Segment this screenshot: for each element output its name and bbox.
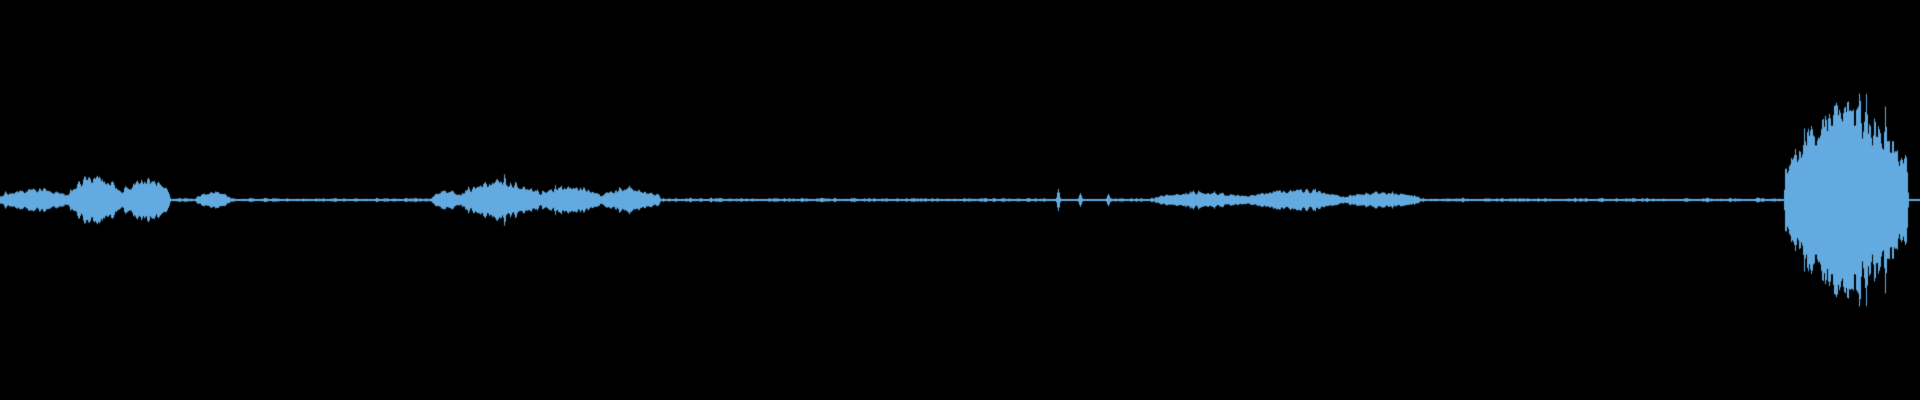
audio-waveform-canvas[interactable] — [0, 0, 1920, 400]
waveform-viewer — [0, 0, 1920, 400]
